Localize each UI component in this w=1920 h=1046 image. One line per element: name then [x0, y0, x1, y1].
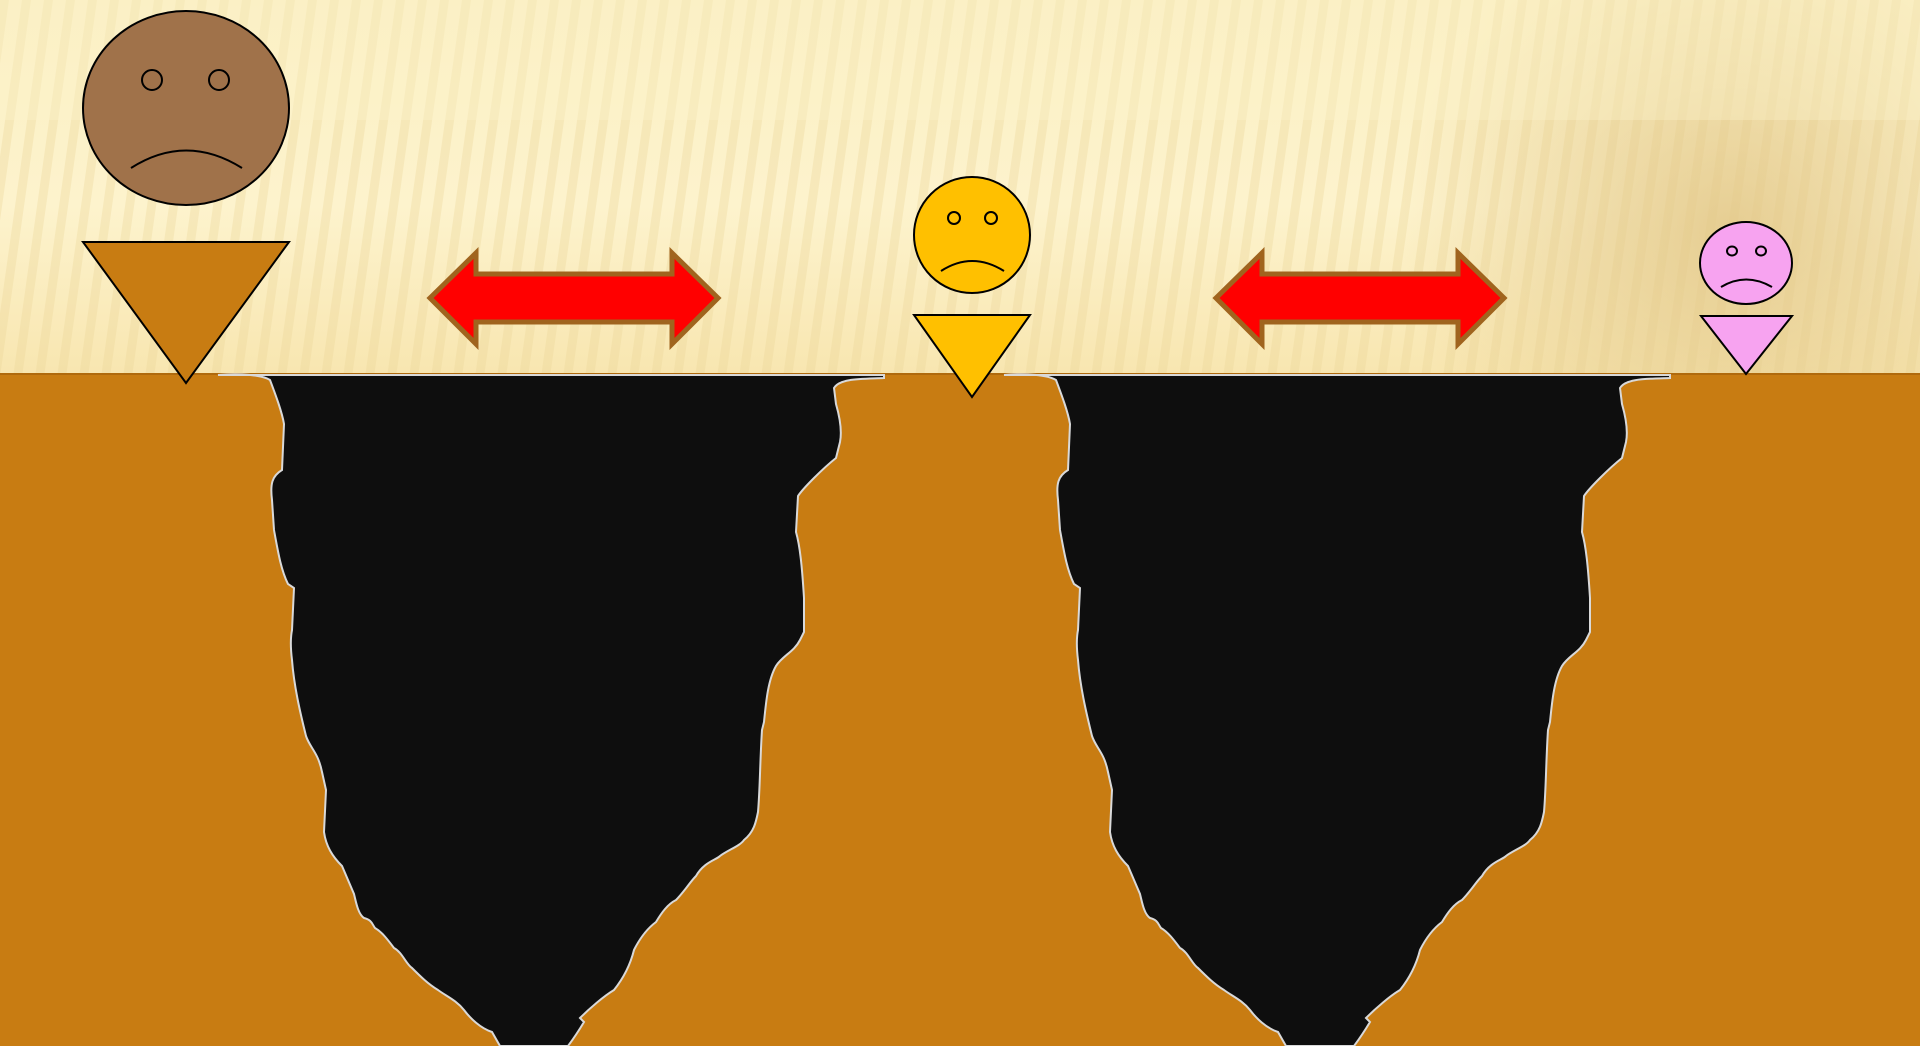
figure-middle-head — [914, 177, 1030, 293]
figure-left-head — [83, 11, 289, 205]
figure-right-head — [1700, 222, 1792, 304]
